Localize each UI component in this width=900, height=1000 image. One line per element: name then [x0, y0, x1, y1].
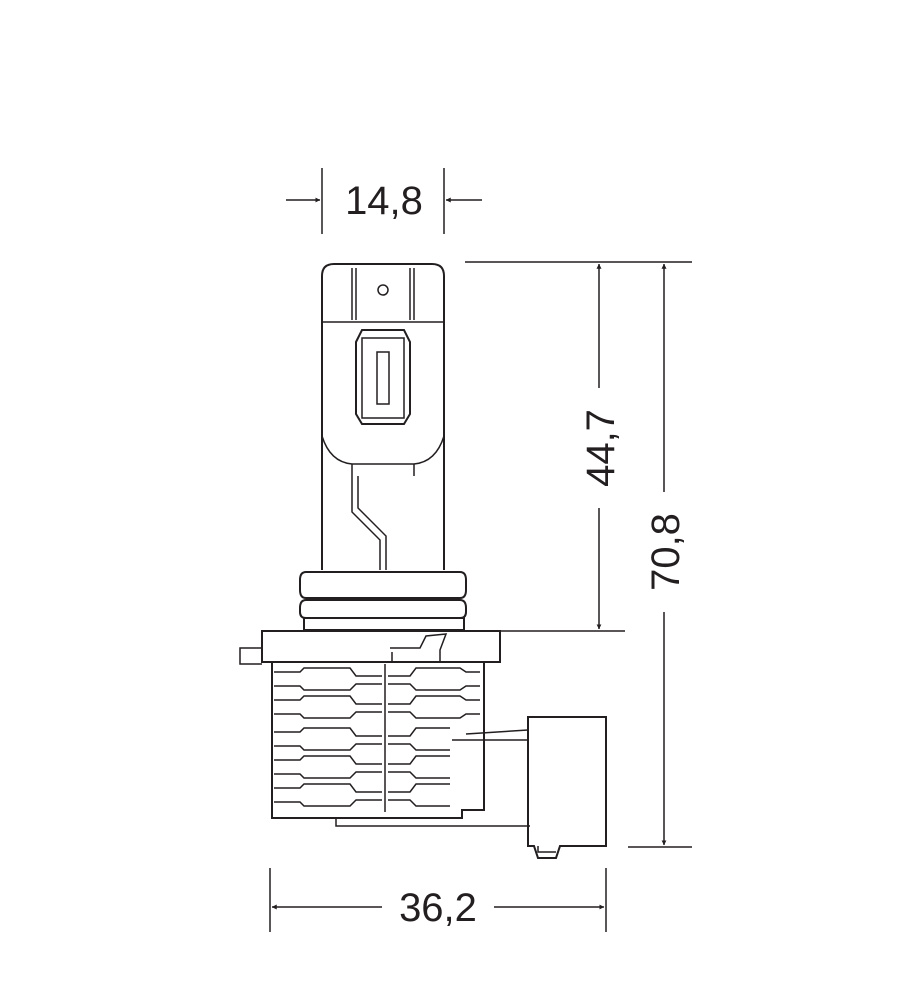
flange-tab-left [239, 647, 262, 665]
led-chip-inner [361, 337, 405, 419]
cable-channel [452, 729, 529, 741]
label-upper-height: 44,7 [579, 409, 623, 487]
heat-sink-fins-right [388, 667, 480, 807]
led-chip-emitter [376, 351, 390, 405]
dimension-top-width: 14,8 [286, 168, 482, 234]
connector-latch [537, 846, 556, 853]
heat-sink-fins-left [274, 667, 382, 807]
label-top-width: 14,8 [345, 179, 423, 223]
led-chip-frame [355, 329, 411, 425]
led-bulb-outline [239, 263, 607, 859]
flange-plate [261, 630, 501, 663]
heat-sink-body [271, 662, 485, 819]
collar-ring-2 [299, 599, 467, 619]
label-bottom-width: 36,2 [399, 886, 477, 930]
led-tower-body [321, 263, 445, 570]
collar-ring-1 [299, 571, 467, 599]
flange-clip [390, 633, 448, 662]
connector-plug [527, 716, 607, 859]
heat-sink-bottom-plate [335, 818, 530, 827]
label-total-height: 70,8 [644, 513, 688, 591]
tower-neck-step [351, 464, 415, 476]
tower-lower-curve [321, 435, 445, 465]
dimension-bottom-width: 36,2 [269, 868, 607, 932]
tower-zigzag-seam [351, 476, 387, 570]
tower-hole [377, 284, 389, 296]
dimension-total-height: 70,8 [628, 263, 692, 848]
collar-base [303, 617, 465, 631]
